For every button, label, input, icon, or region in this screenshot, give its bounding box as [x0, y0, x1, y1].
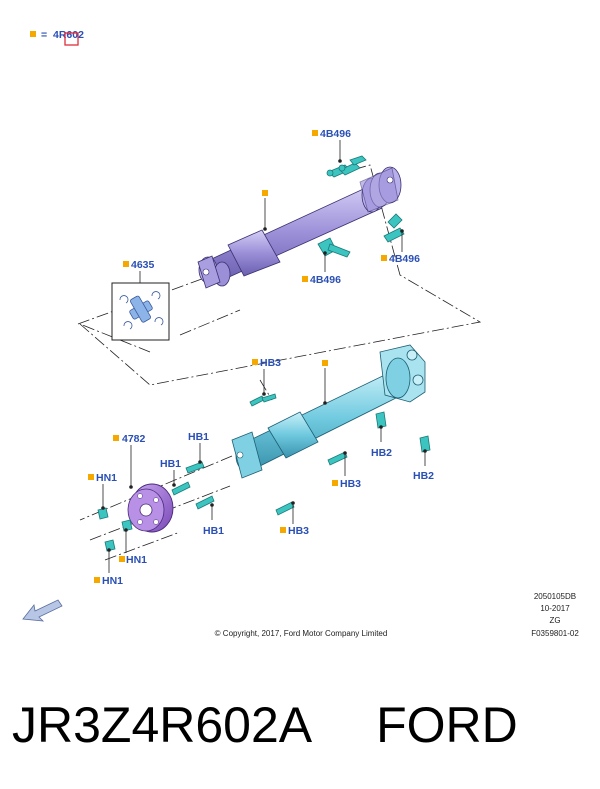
callout-front-shaft	[262, 190, 268, 231]
callout-4b496-top: 4B496	[312, 128, 351, 163]
legend-code: 4R602	[53, 29, 84, 41]
legend-marker	[30, 31, 36, 37]
drawing-rev: ZG	[549, 616, 560, 625]
callout-4b496-mid: 4B496	[302, 251, 341, 286]
bolt-4b496-right	[383, 213, 405, 243]
legend-highlight-box	[64, 32, 79, 46]
copyright: © Copyright, 2017, Ford Motor Company Li…	[215, 629, 388, 638]
callout-hb2-a: HB2	[371, 425, 392, 459]
callout-flex-coupling-label: 4782	[122, 433, 146, 445]
figure-number: F0359801-02	[531, 629, 579, 638]
brand-name: FORD	[376, 697, 518, 753]
callout-4b496-right-label: 4B496	[389, 253, 420, 265]
legend: = 4R602	[30, 29, 84, 46]
callout-hb2-b-label: HB2	[413, 470, 434, 482]
callout-4b496-mid-label: 4B496	[310, 274, 341, 286]
callout-4b496-top-label: 4B496	[320, 128, 351, 140]
callout-4b496-right: 4B496	[381, 229, 420, 265]
flex-coupling	[127, 483, 174, 533]
callout-hn1-a-label: HN1	[96, 472, 117, 484]
drawing-metadata: 2050105DB 10-2017 ZG F0359801-02 © Copyr…	[215, 592, 580, 638]
product-caption: JR3Z4R602A FORD	[12, 690, 592, 760]
callout-hn1-b-label: HN1	[126, 554, 147, 566]
front-driveshaft	[197, 166, 402, 289]
callout-hb3-a: HB3	[252, 357, 281, 396]
callout-hn1-b: HN1	[119, 528, 147, 566]
callout-hb3-c: HB3	[280, 501, 309, 537]
callout-hb3-a-label: HB3	[260, 357, 281, 369]
bolts-hb1	[171, 461, 215, 510]
callout-hb2-b: HB2	[413, 449, 434, 482]
callout-hn1-c: HN1	[94, 548, 123, 587]
bolts-hb3	[249, 393, 348, 516]
callout-hb1-b-label: HB1	[160, 458, 181, 470]
callout-ujoint: 4635	[123, 259, 155, 283]
callout-ujoint-label: 4635	[131, 259, 155, 271]
drawing-date: 10-2017	[540, 604, 570, 613]
callout-hb3-b: HB3	[332, 451, 361, 490]
front-direction-arrow-icon	[22, 599, 63, 622]
callout-hb2-a-label: HB2	[371, 447, 392, 459]
bolt-4b496-mid	[317, 237, 351, 258]
callout-hb3-b-label: HB3	[340, 478, 361, 490]
part-number: JR3Z4R602A	[12, 697, 313, 753]
callout-hb3-c-label: HB3	[288, 525, 309, 537]
callout-rear-shaft	[322, 360, 328, 405]
callout-hb1-c-label: HB1	[203, 525, 224, 537]
callout-flex-coupling: 4782	[113, 433, 146, 489]
driveshaft-exploded-diagram: = 4R602	[22, 29, 580, 638]
callout-hn1-a: HN1	[88, 472, 117, 510]
legend-equals: =	[41, 29, 47, 41]
callout-hb1-a-label: HB1	[188, 431, 209, 443]
callout-marker	[262, 190, 268, 196]
ujoint-inset	[111, 282, 170, 341]
drawing-id: 2050105DB	[534, 592, 576, 601]
callout-hb1-a: HB1	[188, 431, 209, 464]
callout-hb1-b: HB1	[160, 458, 181, 487]
callout-hn1-c-label: HN1	[102, 575, 123, 587]
bolts-4b496-top	[326, 155, 367, 178]
bolts-hb2	[375, 411, 431, 453]
callout-hb1-c: HB1	[203, 503, 224, 537]
rear-driveshaft	[231, 344, 426, 479]
